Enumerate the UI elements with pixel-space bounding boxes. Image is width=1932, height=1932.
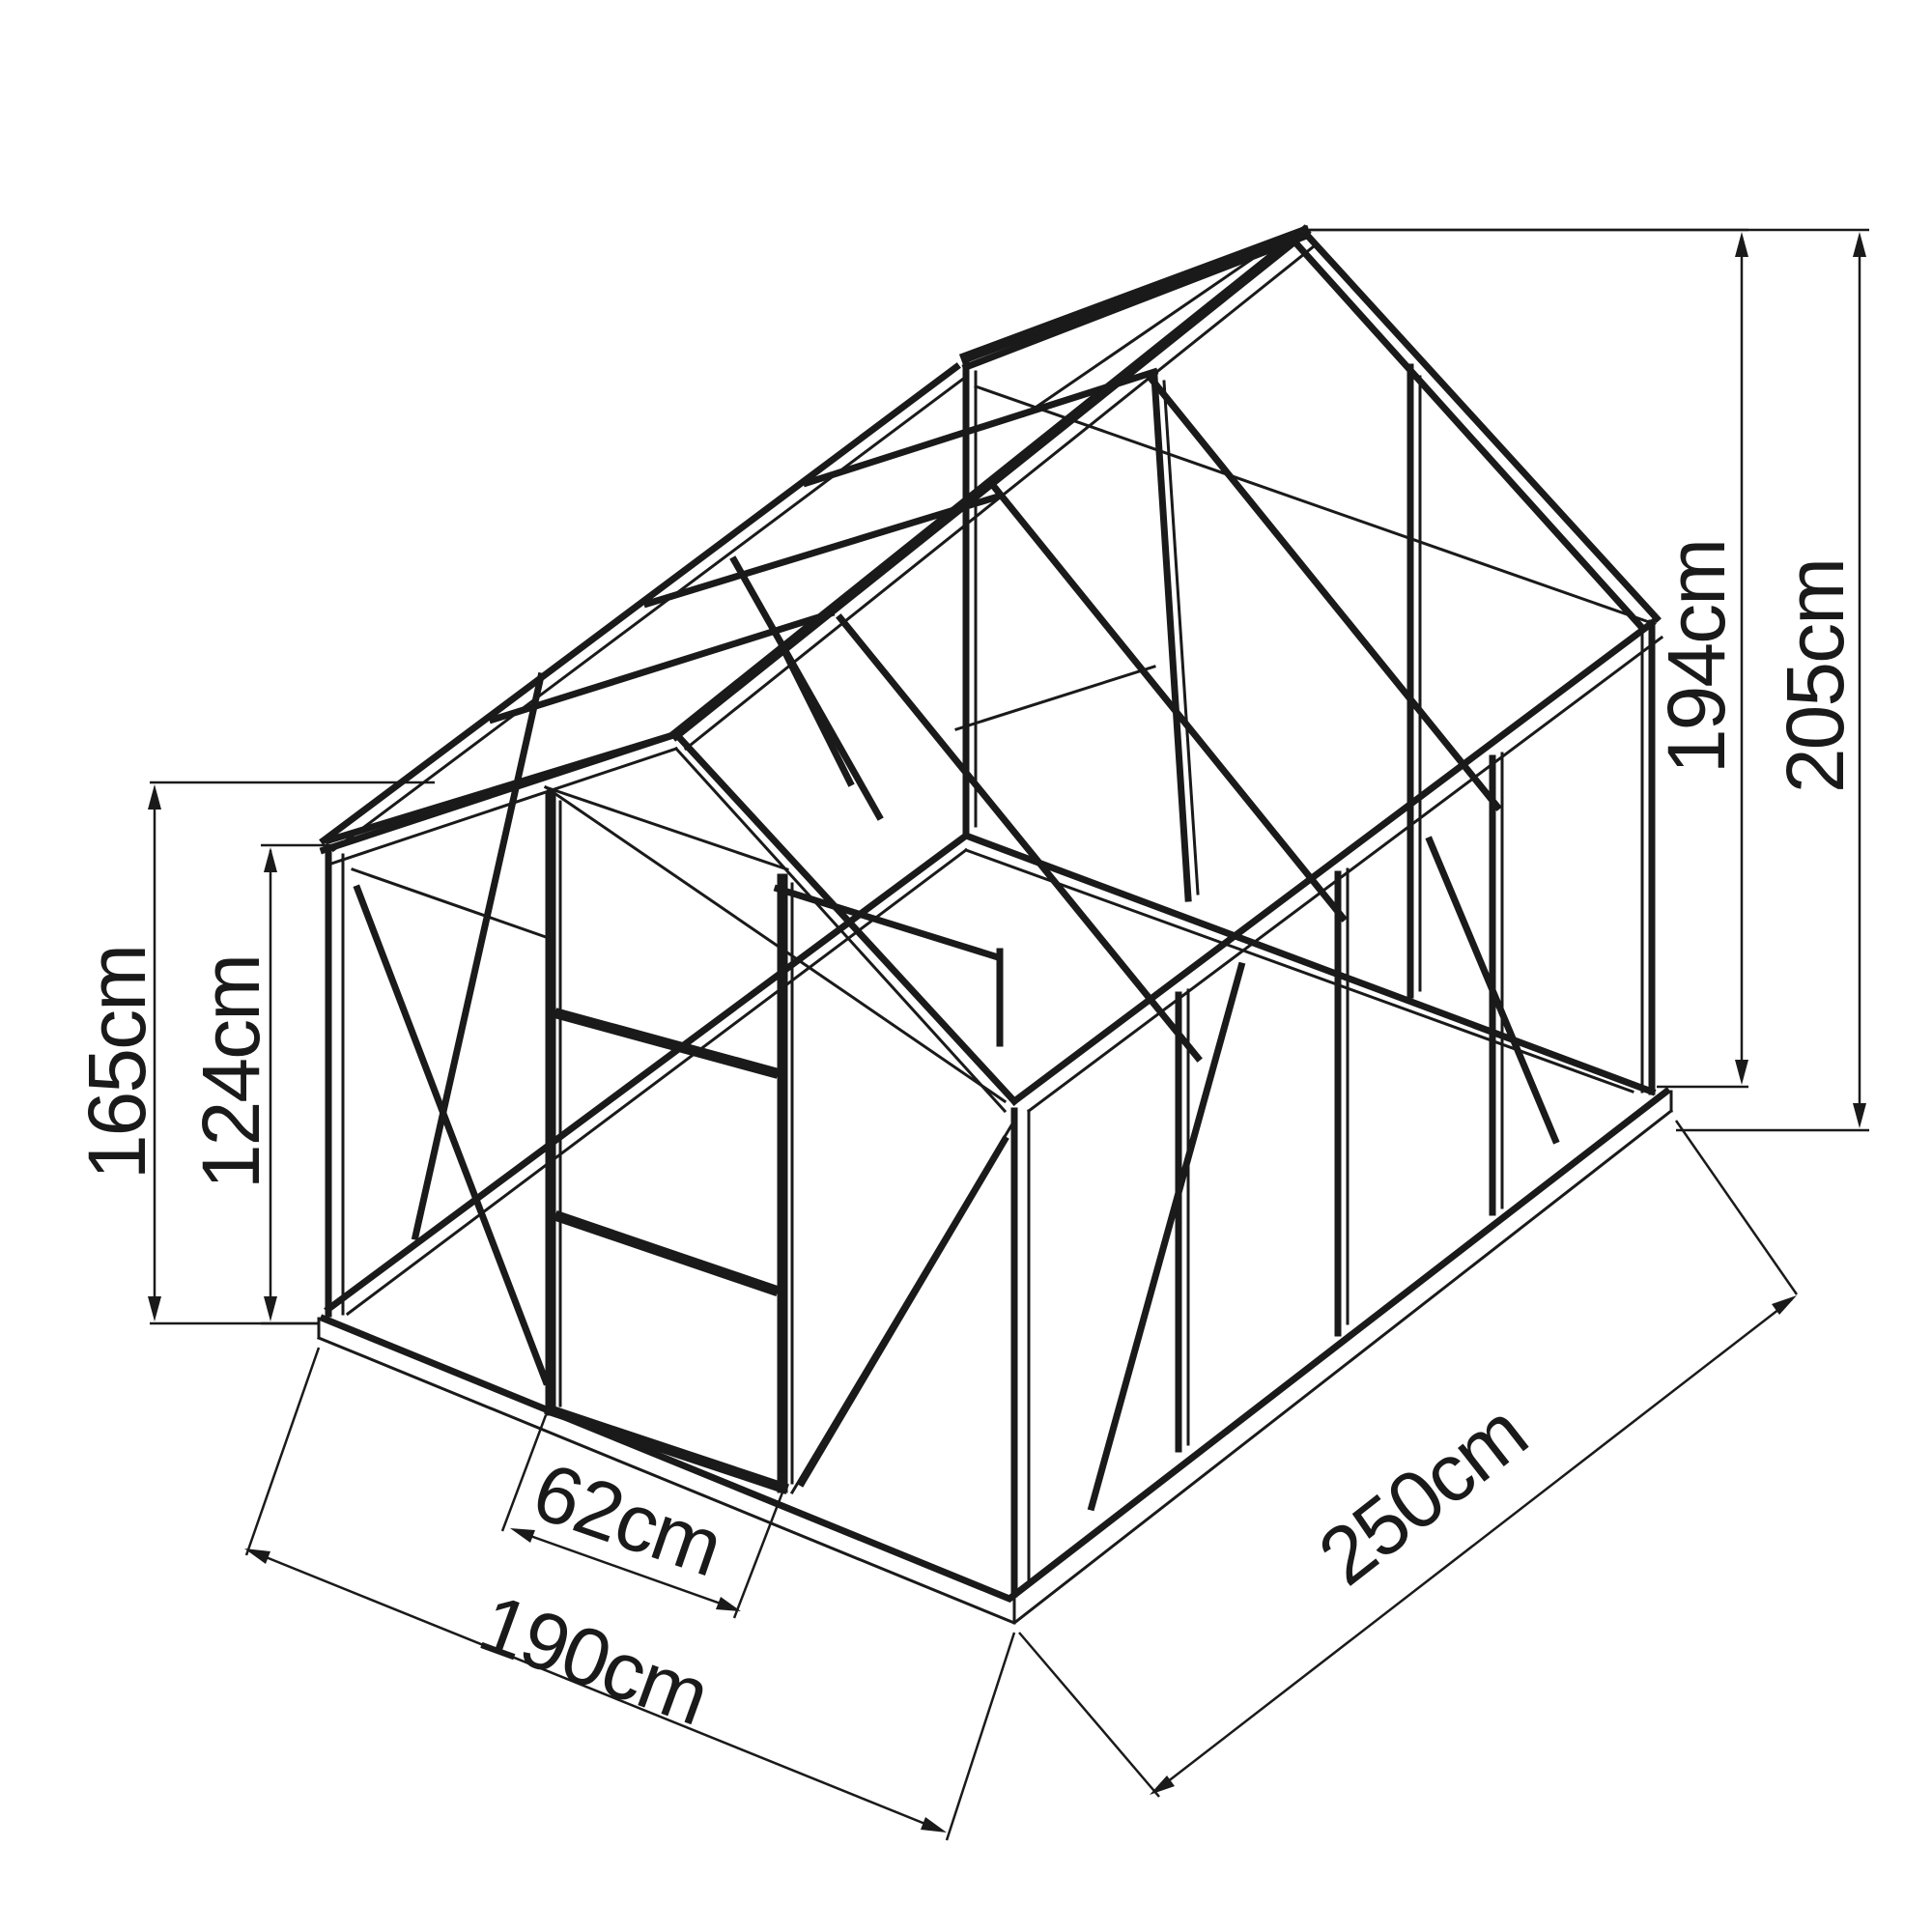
base-back-edge [961,831,1657,1096]
label-ridge-total-height: 205cm [1770,559,1861,793]
dimension-lines [148,228,1869,1841]
door-mid-rail [554,1008,780,1079]
door-lower-rail [554,1210,780,1296]
ridge-top [958,224,1312,365]
roof-rafter-2 [642,493,1000,609]
front-transom [543,784,1008,1104]
side-wall [1009,618,1664,1512]
roof-rafter-1 [488,609,836,724]
dim-door-width-line [500,1414,784,1619]
door-slide-track [773,884,1000,961]
label-width: 190cm [469,1577,720,1742]
label-length: 250cm [1302,1387,1543,1603]
label-ridge-inner-height: 194cm [1651,540,1742,774]
back-mid-post [1151,373,1192,902]
left-eave [319,362,961,845]
front-right-brace [797,1135,1009,1488]
roof-rafter-3 [802,367,1159,488]
dim-ridge-total-line [1309,228,1869,1132]
side-brace-2 [1425,836,1560,1145]
front-inner-brace [411,671,546,1241]
roof-window-bar [954,665,1156,731]
door[interactable] [544,785,1004,1494]
greenhouse-frame [317,224,1674,1625]
roof-window-right [990,483,1348,923]
front-left-brace [353,884,551,1386]
dim-length-line [1018,1120,1799,1798]
dim-width-line [244,1347,1016,1841]
front-eave-left [351,867,548,939]
side-eave [1009,618,1657,1106]
base-outer-edge [317,1108,1674,1625]
door-bottom-rail [544,1404,789,1494]
side-brace-1 [1087,961,1246,1512]
label-side-wall-height: 124cm [185,955,276,1189]
label-eave-height: 165cm [71,946,162,1179]
back-transom [974,384,1654,625]
dim-side-wall-height-line [261,843,333,1325]
ridge-front [668,224,1312,742]
door-top-rail [544,785,789,871]
roof-window-left [836,613,1203,1063]
front-wall [319,671,1031,1598]
back-gable-right [1299,227,1662,623]
roof-rafter-right-1 [1145,372,1502,811]
roof [319,224,1662,1063]
